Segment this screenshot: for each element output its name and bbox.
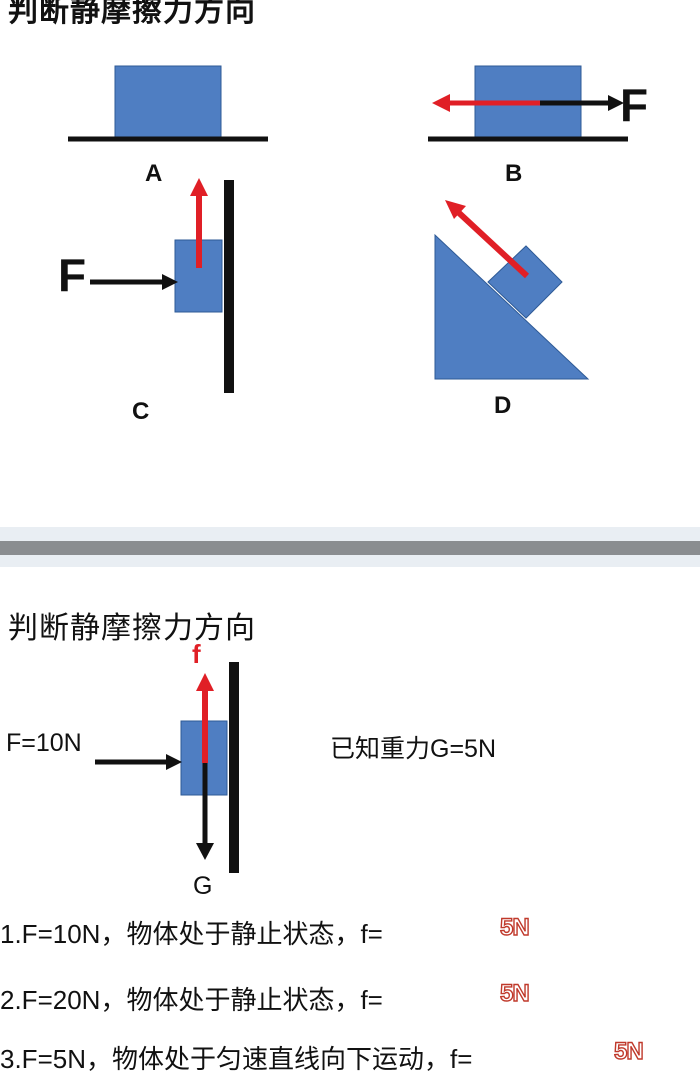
slide-gap	[0, 555, 700, 567]
bottom-slide: 判断静摩擦力方向 f F=10N G 已知重力G=5N 1.F=10N，物体处于…	[0, 567, 700, 1074]
applied-force-label: F=10N	[6, 729, 82, 757]
slide-gap	[0, 527, 700, 541]
force-letter-c: F	[58, 249, 87, 301]
top-slide: 判断静摩擦力方向 A F B F C D	[0, 0, 700, 527]
slide-title: 判断静摩擦力方向	[8, 0, 256, 29]
force-letter-b: F	[620, 79, 649, 131]
answer-1: 5N	[499, 913, 530, 941]
answer-2: 5N	[499, 979, 530, 1007]
question-2: 2.F=20N，物体处于静止状态，f=	[0, 985, 383, 1015]
label-a: A	[145, 160, 163, 187]
friction-letter: f	[192, 639, 201, 669]
slide-title: 判断静摩擦力方向	[8, 611, 256, 646]
question-1: 1.F=10N，物体处于静止状态，f=	[0, 919, 383, 949]
diagram-a	[68, 65, 268, 142]
friction-arrowhead-b	[432, 94, 450, 112]
block-d	[487, 245, 563, 319]
friction-arrowhead	[196, 673, 214, 691]
label-b: B	[505, 160, 523, 187]
gravity-arrowhead	[196, 843, 214, 860]
friction-arrowhead-d	[445, 200, 466, 219]
force-arrowhead-b	[608, 95, 624, 111]
question-3: 3.F=5N，物体处于匀速直线向下运动，f=	[0, 1044, 473, 1074]
label-c: C	[132, 398, 150, 425]
friction-arrow-d	[455, 209, 530, 279]
friction-arrowhead-c	[190, 178, 208, 196]
diagram-c	[90, 178, 234, 393]
applied-force-arrowhead	[166, 754, 182, 770]
wall-diagram	[95, 662, 239, 873]
answer-3: 5N	[613, 1037, 644, 1065]
block-a	[114, 65, 222, 139]
incline-d	[434, 233, 590, 380]
slide-divider	[0, 541, 700, 555]
diagram-d	[434, 200, 590, 380]
label-d: D	[494, 392, 512, 419]
force-arrowhead-c	[162, 274, 178, 290]
given-weight: 已知重力G=5N	[330, 735, 497, 763]
gravity-letter: G	[193, 872, 213, 900]
diagram-b	[428, 65, 628, 142]
